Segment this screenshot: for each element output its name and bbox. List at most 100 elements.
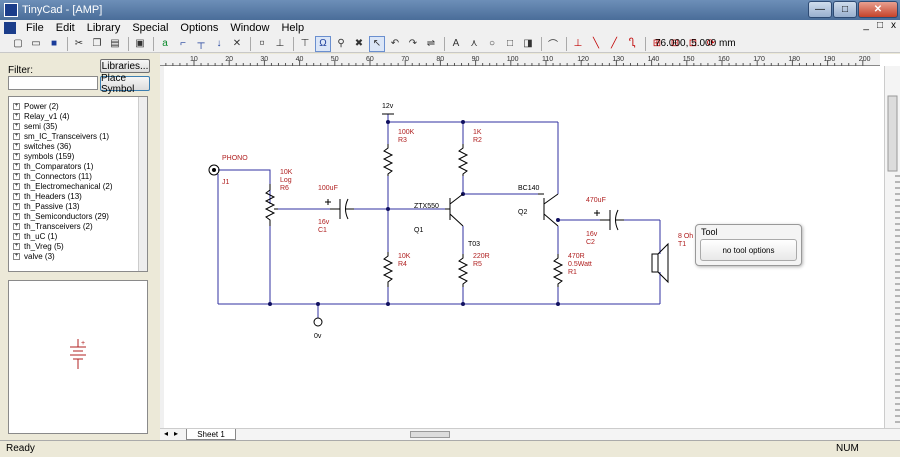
zoom-grid-icon[interactable]: ⊡: [688, 38, 698, 49]
list-item[interactable]: +th_Electromechanical (2): [13, 181, 113, 191]
ground-icon[interactable]: ↓: [216, 38, 222, 49]
no-connect-icon[interactable]: ✕: [232, 38, 242, 49]
expand-icon[interactable]: +: [13, 132, 20, 140]
vertical-scrollbar[interactable]: [884, 66, 900, 428]
filter-input[interactable]: [8, 76, 98, 90]
list-item[interactable]: +th_Vreg (5): [13, 241, 64, 251]
rotate-right-icon[interactable]: ↷: [408, 38, 418, 49]
grid-snap-icon[interactable]: ⊟: [670, 38, 680, 49]
libraries-button[interactable]: Libraries...: [100, 59, 150, 73]
circle-icon[interactable]: ○: [488, 38, 496, 49]
ruler-right-ticks: [895, 175, 900, 423]
list-item[interactable]: +sm_IC_Transceivers (1): [13, 131, 110, 141]
paste-icon[interactable]: ▤: [110, 38, 120, 49]
expand-icon[interactable]: +: [13, 222, 20, 230]
list-item[interactable]: +semi (35): [13, 121, 58, 131]
vertical-scroll-thumb[interactable]: [887, 95, 898, 172]
pin-icon[interactable]: ⊥: [573, 38, 583, 49]
diagonal-line-icon[interactable]: ╱: [610, 38, 618, 49]
list-item[interactable]: +th_uC (1): [13, 231, 58, 241]
expand-icon[interactable]: +: [13, 212, 20, 220]
expand-icon[interactable]: +: [13, 242, 20, 250]
expand-icon[interactable]: +: [13, 102, 20, 110]
symbol-icon[interactable]: Ω: [315, 35, 331, 52]
maximize-button[interactable]: □: [833, 1, 857, 18]
list-item[interactable]: +switches (36): [13, 141, 72, 151]
save-icon[interactable]: ■: [50, 38, 58, 49]
refresh-icon[interactable]: ⟳: [706, 38, 716, 49]
list-item[interactable]: +Relay_v1 (4): [13, 111, 70, 121]
list-item[interactable]: +th_Comparators (1): [13, 161, 94, 171]
library-tree[interactable]: +Power (2) +Relay_v1 (4) +semi (35) +sm_…: [8, 96, 148, 272]
horizontal-scroll-thumb[interactable]: [410, 431, 450, 438]
list-item[interactable]: +symbols (159): [13, 151, 75, 161]
arc-icon[interactable]: ⌒: [548, 40, 558, 51]
doc-minimize-button[interactable]: _: [863, 20, 869, 31]
tree-scrollbar[interactable]: [138, 97, 147, 271]
expand-icon[interactable]: +: [13, 122, 20, 130]
select-pointer-icon[interactable]: ↖: [369, 35, 385, 52]
tab-scroll-right-icon[interactable]: ▸: [174, 429, 179, 438]
list-item[interactable]: +th_Passive (13): [13, 201, 80, 211]
minimize-button[interactable]: —: [808, 1, 832, 18]
bus-entry-icon[interactable]: ⌐: [180, 38, 186, 49]
flip-icon[interactable]: ⇌: [426, 38, 436, 49]
junction-icon[interactable]: ┬: [197, 38, 205, 49]
wire-icon[interactable]: Ⴂ: [628, 38, 636, 49]
expand-icon[interactable]: +: [13, 192, 20, 200]
expand-icon[interactable]: +: [13, 232, 20, 240]
expand-icon[interactable]: +: [13, 162, 20, 170]
filled-rect-icon[interactable]: ◨: [523, 38, 533, 49]
menu-options[interactable]: Options: [180, 21, 219, 34]
menu-help[interactable]: Help: [281, 21, 305, 34]
place-symbol-button[interactable]: Place Symbol: [100, 73, 150, 95]
label-c1-value: 100uF: [318, 185, 338, 192]
open-folder-icon[interactable]: ▭: [31, 38, 41, 49]
close-button[interactable]: ✕: [858, 1, 898, 18]
tab-sheet-1[interactable]: Sheet 1: [186, 429, 236, 440]
document-icon[interactable]: [4, 21, 16, 34]
list-item[interactable]: +th_Transceivers (2): [13, 221, 93, 231]
menu-special[interactable]: Special: [132, 21, 169, 34]
origin-icon[interactable]: ⊥: [275, 38, 285, 49]
menu-file[interactable]: File: [26, 21, 44, 34]
zoom-icon[interactable]: ⚲: [337, 38, 345, 49]
label-icon[interactable]: a: [162, 38, 168, 49]
expand-icon[interactable]: +: [13, 112, 20, 120]
list-item[interactable]: +th_Headers (13): [13, 191, 82, 201]
doc-close-button[interactable]: x: [891, 20, 896, 31]
new-file-icon[interactable]: ▢: [13, 38, 23, 49]
print-icon[interactable]: ▣: [135, 38, 145, 49]
expand-icon[interactable]: +: [13, 252, 20, 260]
horizontal-scrollbar[interactable]: ◂ ▸ Sheet 1: [160, 428, 900, 440]
list-item[interactable]: +Power (2): [13, 101, 59, 111]
expand-icon[interactable]: +: [13, 152, 20, 160]
expand-icon[interactable]: +: [13, 172, 20, 180]
ruler-tick-label: 130: [612, 56, 624, 63]
rectangle-icon[interactable]: □: [506, 38, 514, 49]
list-item[interactable]: +th_Connectors (11): [13, 171, 92, 181]
power-icon[interactable]: ⊤: [300, 38, 310, 49]
rotate-left-icon[interactable]: ↶: [390, 38, 400, 49]
cut-icon[interactable]: ✂: [74, 38, 84, 49]
menu-library[interactable]: Library: [86, 21, 121, 34]
label-c2-voltage: 16v: [586, 231, 598, 238]
expand-icon[interactable]: +: [13, 202, 20, 210]
copy-icon[interactable]: ❐: [92, 38, 102, 49]
list-item[interactable]: +valve (3): [13, 251, 55, 261]
label-r6-value: 10K: [280, 169, 293, 176]
polygon-icon[interactable]: ⋏: [470, 38, 478, 49]
doc-restore-button[interactable]: □: [876, 20, 883, 31]
line-icon[interactable]: ╲: [592, 38, 600, 49]
list-item[interactable]: +th_Semiconductors (29): [13, 211, 109, 221]
menu-edit[interactable]: Edit: [55, 21, 75, 34]
grid-icon[interactable]: ⊞: [652, 38, 662, 49]
menu-window[interactable]: Window: [230, 21, 270, 34]
delete-icon[interactable]: ✖: [354, 38, 364, 49]
schematic-drawing[interactable]: 12v 0v PHONO J1 10K Log R6 100uF 16v C1 …: [160, 66, 880, 428]
expand-icon[interactable]: +: [13, 142, 20, 150]
expand-icon[interactable]: +: [13, 182, 20, 190]
text-icon[interactable]: A: [452, 38, 460, 49]
ruler-icon[interactable]: ⸋: [259, 39, 265, 51]
tab-scroll-left-icon[interactable]: ◂: [164, 429, 169, 438]
